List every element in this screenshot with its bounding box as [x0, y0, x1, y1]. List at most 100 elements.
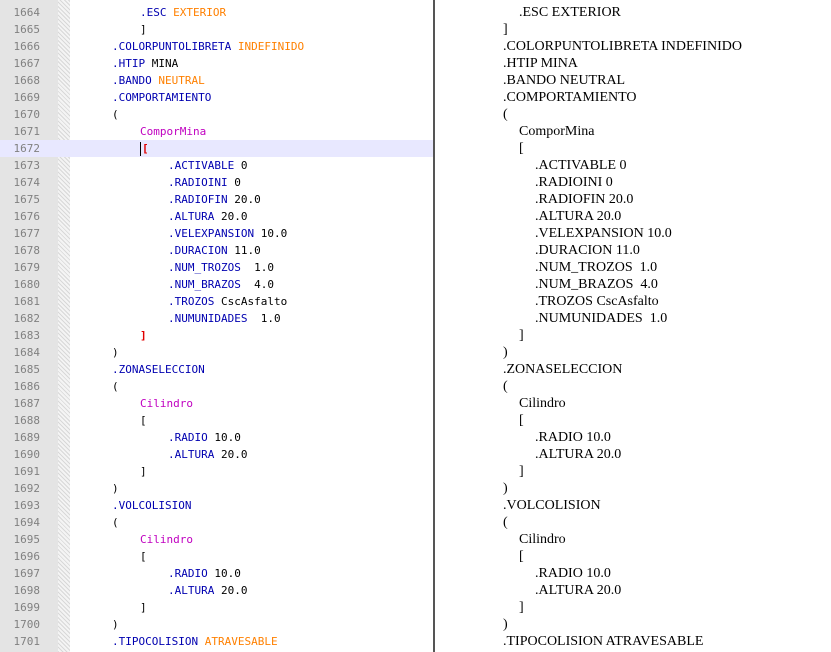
code-text: .RADIOINI 0	[168, 174, 241, 191]
code-token-val: 1.0	[240, 261, 274, 274]
code-text: .TROZOS CscAsfalto	[168, 293, 287, 310]
preview-line: )	[503, 481, 508, 496]
code-token-kw: .RADIOINI	[168, 176, 228, 189]
code-text: .HTIP MINA	[112, 55, 178, 72]
editor-line[interactable]: 1689 .RADIO 10.0	[0, 429, 433, 446]
editor-line[interactable]: 1673.ACTIVABLE 0	[0, 157, 433, 174]
code-text: ]	[140, 599, 147, 616]
editor-line[interactable]: 1665]	[0, 21, 433, 38]
line-number: 1666	[13, 40, 41, 53]
line-number: 1682	[13, 312, 41, 325]
code-text: .ALTURA 20.0	[168, 446, 247, 463]
code-token-val: ]	[140, 601, 147, 614]
editor-line[interactable]: 1699]	[0, 599, 433, 616]
code-token-kw: .RADIO	[168, 567, 208, 580]
line-number: 1674	[13, 176, 41, 189]
editor-line[interactable]: 1668.BANDO NEUTRAL	[0, 72, 433, 89]
code-token-kw: .HTIP	[112, 57, 146, 70]
code-text: .RADIO 10.0	[168, 429, 241, 446]
editor-line[interactable]: 1691]	[0, 463, 433, 480]
editor-line[interactable]: 1664.ESC EXTERIOR	[0, 4, 433, 21]
line-number: 1694	[13, 516, 41, 529]
editor-line[interactable]: 1693.VOLCOLISION	[0, 497, 433, 514]
editor-line[interactable]: 1697.RADIO 10.0	[0, 565, 433, 582]
preview-line: ]	[519, 464, 524, 479]
code-text: .VELEXPANSION 10.0	[168, 225, 287, 242]
pane-splitter[interactable]	[433, 0, 435, 652]
text-preview-pane[interactable]: .ESC EXTERIOR].COLORPUNTOLIBRETA INDEFIN…	[435, 0, 831, 652]
editor-line[interactable]: 1682.NUMUNIDADES 1.0	[0, 310, 433, 327]
code-token-kw: .RADIOFIN	[168, 193, 228, 206]
line-number: 1680	[13, 278, 41, 291]
editor-line[interactable]: 1677.VELEXPANSION 10.0	[0, 225, 433, 242]
line-number: 1683	[13, 329, 41, 342]
editor-line[interactable]: 1669.COMPORTAMIENTO	[0, 89, 433, 106]
preview-line: Cilindro	[519, 532, 566, 547]
code-token-cls: ComporMina	[140, 125, 207, 138]
line-number: 1700	[13, 618, 41, 631]
code-token-kw: .ALTURA	[168, 584, 215, 597]
code-text: [	[140, 412, 147, 429]
line-number: 1701	[13, 635, 41, 648]
editor-line[interactable]: 1694(	[0, 514, 433, 531]
code-text: .TIPOCOLISION ATRAVESABLE	[112, 633, 278, 650]
editor-line[interactable]: 1666.COLORPUNTOLIBRETA INDEFINIDO	[0, 38, 433, 55]
line-number: 1667	[13, 57, 41, 70]
editor-line[interactable]: 1688 [	[0, 412, 433, 429]
editor-line[interactable]: 1675.RADIOFIN 20.0	[0, 191, 433, 208]
editor-line[interactable]: 1667 .HTIP MINA	[0, 55, 433, 72]
editor-line[interactable]: 1692)	[0, 480, 433, 497]
preview-line: ]	[519, 600, 524, 615]
preview-line: (	[503, 515, 508, 530]
code-token-kw: .VELEXPANSION	[168, 227, 255, 240]
line-number: 1673	[13, 159, 41, 172]
editor-line[interactable]: 1696[	[0, 548, 433, 565]
code-token-val: 10.0	[254, 227, 288, 240]
editor-line[interactable]: 1680.NUM_BRAZOS 4.0	[0, 276, 433, 293]
line-number: 1689	[13, 431, 41, 444]
editor-line[interactable]: 1684)	[0, 344, 433, 361]
line-number: 1684	[13, 346, 41, 359]
line-number: 1688	[13, 414, 41, 427]
editor-line[interactable]: 1678.DURACION 11.0	[0, 242, 433, 259]
editor-line[interactable]: 1672[	[0, 140, 433, 157]
preview-line: ComporMina	[519, 124, 595, 139]
editor-line[interactable]: 1671 ComporMina	[0, 123, 433, 140]
editor-line[interactable]: 1700)	[0, 616, 433, 633]
preview-line: .VELEXPANSION 10.0	[535, 226, 672, 241]
preview-line: .ALTURA 20.0	[535, 447, 622, 462]
editor-line[interactable]: 1683]	[0, 327, 433, 344]
preview-line: .RADIO 10.0	[535, 430, 611, 445]
code-token-kw: .ALTURA	[168, 210, 215, 223]
preview-line: .NUM_BRAZOS 4.0	[535, 277, 658, 292]
editor-line[interactable]: 1690.ALTURA 20.0	[0, 446, 433, 463]
code-token-kw: .RADIO	[168, 431, 208, 444]
editor-line[interactable]: 1698.ALTURA 20.0	[0, 582, 433, 599]
editor-line[interactable]: 1701 .TIPOCOLISION ATRAVESABLE	[0, 633, 433, 650]
preview-line: .RADIOFIN 20.0	[535, 192, 634, 207]
preview-line: .TROZOS CscAsfalto	[535, 294, 659, 309]
editor-line[interactable]: 1685.ZONASELECCION	[0, 361, 433, 378]
code-text: ComporMina	[140, 123, 206, 140]
line-number: 1679	[13, 261, 41, 274]
editor-line[interactable]: 1670(	[0, 106, 433, 123]
code-token-str: EXTERIOR	[166, 6, 227, 19]
code-token-val: 10.0	[207, 431, 241, 444]
editor-line[interactable]: 1676 .ALTURA 20.0	[0, 208, 433, 225]
code-token-kw: .COMPORTAMIENTO	[112, 91, 212, 104]
preview-line: (	[503, 379, 508, 394]
code-text: .ALTURA 20.0	[168, 582, 247, 599]
line-number: 1671	[13, 125, 41, 138]
editor-line[interactable]: 1681.TROZOS CscAsfalto	[0, 293, 433, 310]
preview-line: [	[519, 413, 524, 428]
line-number: 1692	[13, 482, 41, 495]
code-text: .ALTURA 20.0	[168, 208, 247, 225]
line-number: 1676	[13, 210, 41, 223]
editor-line[interactable]: 1686(	[0, 378, 433, 395]
code-token-val: 20.0	[227, 193, 261, 206]
editor-line[interactable]: 1679.NUM_TROZOS 1.0	[0, 259, 433, 276]
editor-line[interactable]: 1674 .RADIOINI 0	[0, 174, 433, 191]
